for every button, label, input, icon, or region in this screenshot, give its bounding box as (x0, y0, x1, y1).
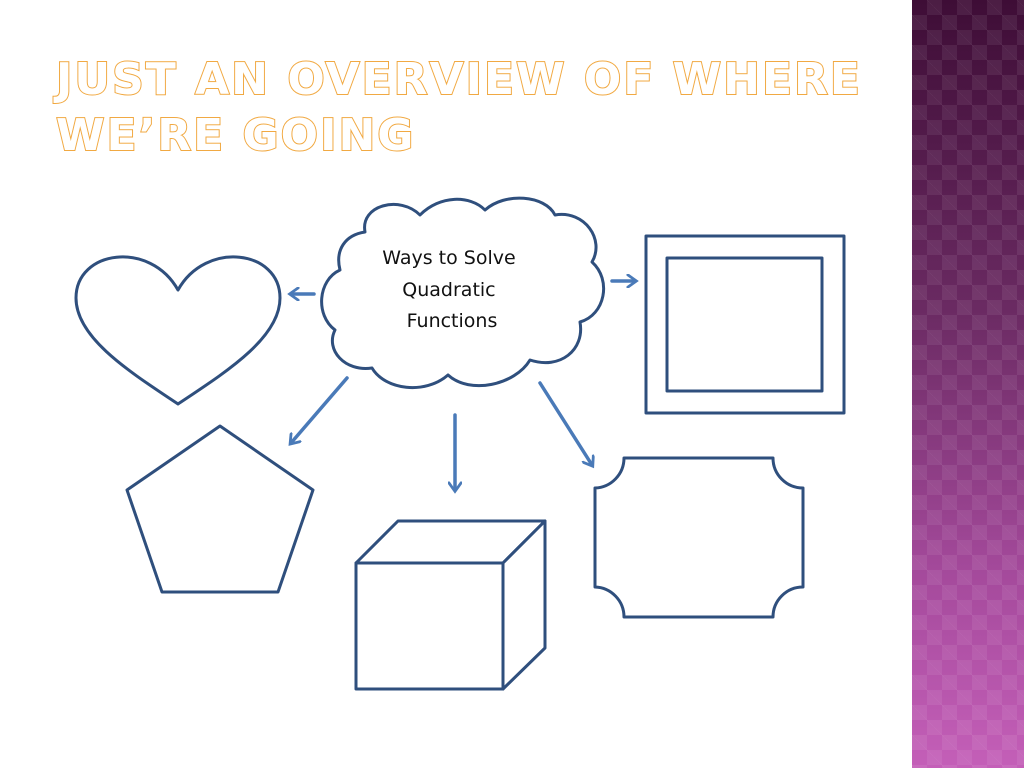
cube-front-face (354, 561, 505, 691)
inner-frame (665, 256, 824, 393)
double-frame-shape (644, 234, 846, 415)
arrow-to-plaque (538, 381, 592, 465)
central-cloud: Ways to Solve Quadratic Functions (320, 196, 606, 390)
svg-text:Ways to Solve Quadratic: Ways to Solve Quadratic Functions (382, 247, 521, 332)
cloud-text-line-2: Quadratic (402, 279, 495, 301)
decorative-side-band (912, 0, 1024, 768)
heart-shape (74, 255, 282, 406)
slide-title-line-2: we’re going (55, 109, 416, 162)
slide-title: Just an overview of where we’re going (55, 52, 896, 164)
pentagon-shape (125, 424, 315, 594)
cloud-shape (320, 196, 606, 390)
plaque-shape (593, 456, 805, 619)
cloud-text-line-1: Ways to Solve (382, 247, 515, 269)
arrow-to-pentagon (291, 376, 349, 443)
cloud-text-line-3: Functions (407, 310, 498, 332)
cube-shape (354, 519, 547, 691)
slide-title-line-1: Just an overview of where (55, 53, 862, 106)
